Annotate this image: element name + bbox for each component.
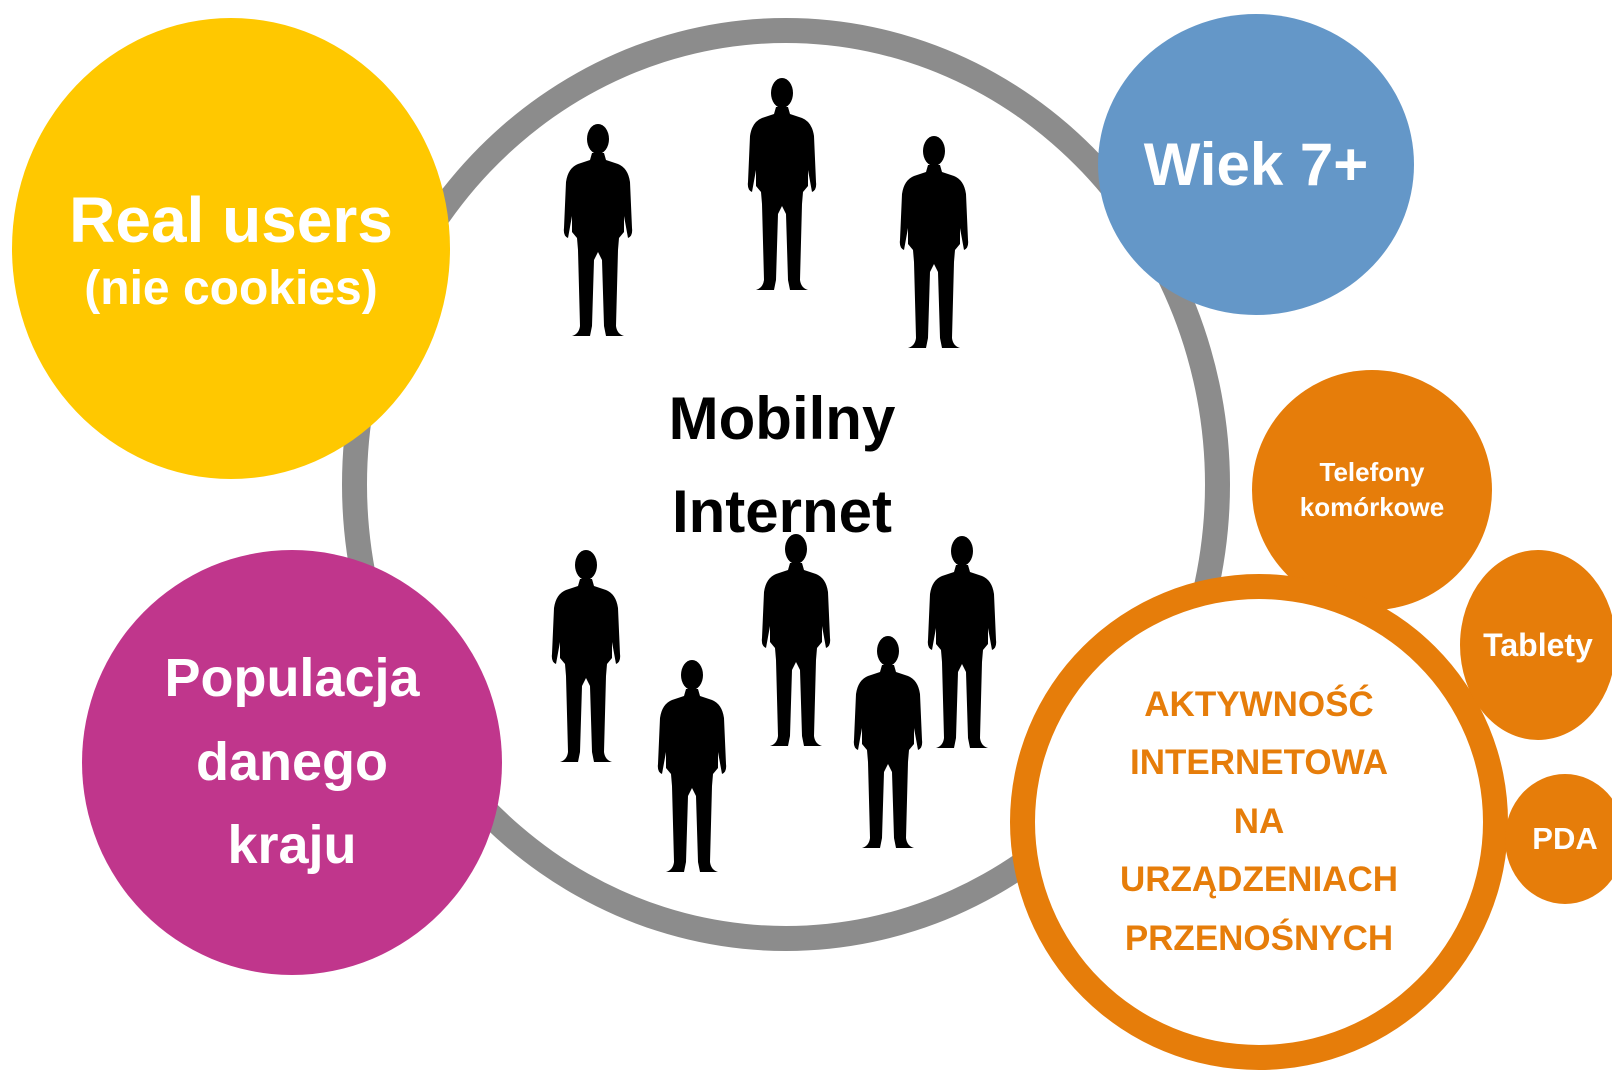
person-silhouette-icon [899, 136, 969, 348]
population-line-2: danego [195, 731, 388, 792]
phones-line-1: Telefony [1319, 456, 1425, 487]
phones-circle: Telefony komórkowe [1252, 370, 1492, 610]
mobile-activity-circle: AKTYWNOŚĆ INTERNETOWA NA URZĄDZENIACH PR… [1010, 574, 1508, 1070]
population-circle: Populacja danego kraju [82, 550, 502, 975]
tablets-label: Tablety [1483, 626, 1593, 663]
center-title-line-2: Internet [671, 478, 893, 545]
person-silhouette-icon [747, 78, 817, 290]
person-silhouette-icon [927, 536, 997, 748]
person-silhouette-icon [853, 636, 923, 848]
activity-line-4: URZĄDZENIACH [1119, 860, 1399, 900]
population-line-3: kraju [227, 815, 357, 876]
pda-label: PDA [1532, 821, 1598, 856]
activity-line-3: NA [1233, 801, 1285, 841]
center-title: Mobilny Internet [582, 372, 982, 558]
person-silhouette-icon [657, 660, 727, 872]
population-line-1: Populacja [164, 647, 420, 708]
activity-line-2: INTERNETOWA [1130, 743, 1388, 783]
real-users-circle: Real users (nie cookies) [12, 18, 450, 479]
activity-line-5: PRZENOŚNYCH [1124, 918, 1394, 958]
tablets-circle: Tablety [1460, 550, 1612, 740]
person-silhouette-icon [551, 550, 621, 762]
phones-line-2: komórkowe [1299, 492, 1445, 522]
age-label: Wiek 7+ [1143, 131, 1369, 198]
activity-line-1: AKTYWNOŚĆ [1144, 684, 1374, 724]
real-users-label: Real users [69, 183, 393, 256]
person-silhouette-icon [563, 124, 633, 336]
person-silhouette-icon [761, 534, 831, 746]
center-title-line-1: Mobilny [668, 385, 896, 452]
real-users-sublabel: (nie cookies) [84, 261, 378, 315]
age-circle: Wiek 7+ [1098, 14, 1414, 315]
pda-circle: PDA [1505, 774, 1612, 904]
